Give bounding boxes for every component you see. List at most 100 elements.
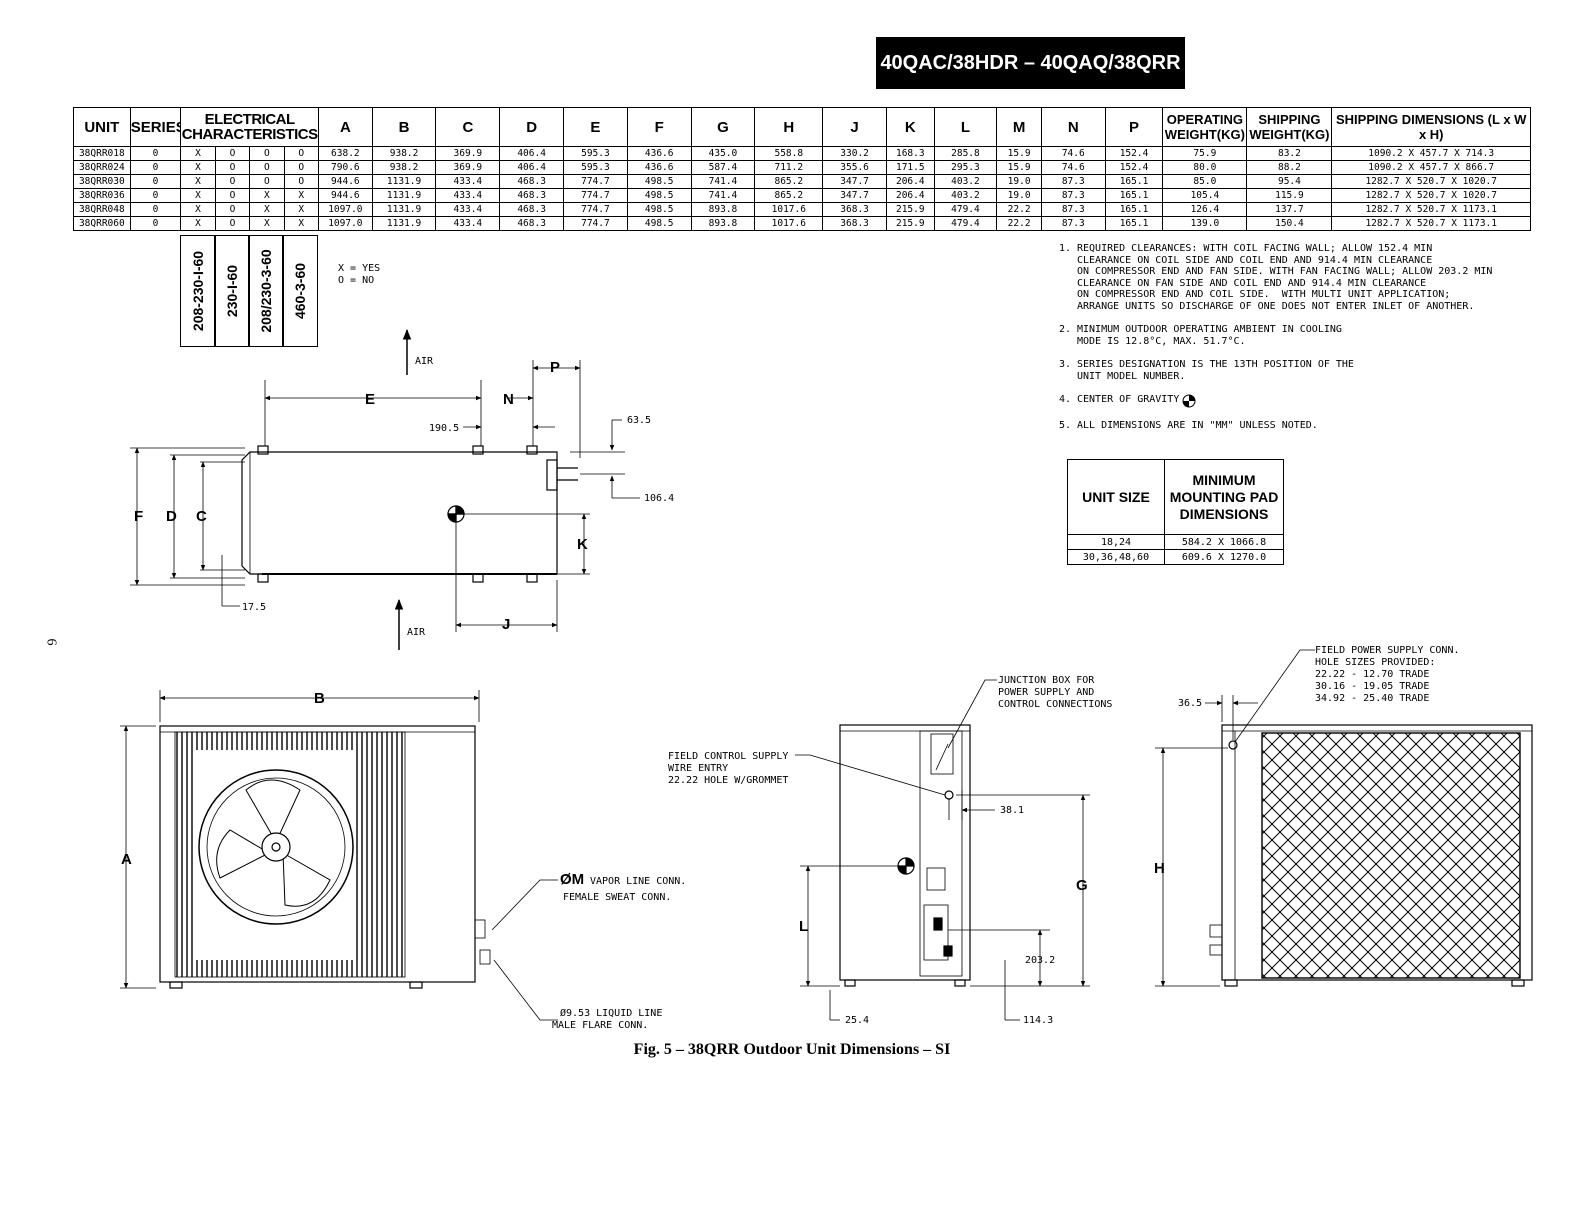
field-control-text-2: WIRE ENTRY bbox=[668, 763, 728, 774]
table-header-cell: C bbox=[435, 107, 501, 147]
electrical-label-cell: 208-230-I-60 bbox=[180, 235, 216, 347]
table-header-cell: M bbox=[996, 107, 1042, 147]
field-control-text-1: FIELD CONTROL SUPPLY bbox=[668, 751, 788, 762]
note-item: 1. REQUIRED CLEARANCES: WITH COIL FACING … bbox=[1059, 243, 1492, 312]
note-text: REQUIRED CLEARANCES: WITH COIL FACING WA… bbox=[1077, 243, 1493, 312]
dim-value-114-3: 114.3 bbox=[1023, 1015, 1053, 1026]
dim-value-190-5: 190.5 bbox=[429, 423, 459, 434]
dim-value-203-2: 203.2 bbox=[1025, 955, 1055, 966]
field-power-text-4: 30.16 - 19.05 TRADE bbox=[1315, 681, 1429, 692]
table-cell: X bbox=[180, 216, 216, 231]
table-header-cell: F bbox=[626, 107, 692, 147]
table-cell: 1017.6 bbox=[754, 216, 824, 231]
figure-caption: Fig. 5 – 38QRR Outdoor Unit Dimensions –… bbox=[633, 1041, 951, 1058]
note-item: 5. ALL DIMENSIONS ARE IN "MM" UNLESS NOTE… bbox=[1059, 420, 1492, 432]
table-cell: 87.3 bbox=[1040, 216, 1106, 231]
dim-label-g: G bbox=[1076, 877, 1088, 894]
table-header-cell: P bbox=[1104, 107, 1164, 147]
dim-value-63-5: 63.5 bbox=[627, 415, 651, 426]
table-header-cell: L bbox=[933, 107, 998, 147]
table-cell: 865.2 bbox=[754, 188, 824, 203]
table-header-cell: G bbox=[690, 107, 756, 147]
table-cell: 0 bbox=[129, 216, 182, 231]
table-cell: 38QRR060 bbox=[73, 216, 131, 231]
notes-list: 1. REQUIRED CLEARANCES: WITH COIL FACING … bbox=[1059, 243, 1492, 444]
field-power-text-2: HOLE SIZES PROVIDED: bbox=[1315, 657, 1435, 668]
pad-header-unit-size: UNIT SIZE bbox=[1067, 459, 1165, 535]
legend: X = YES O = NO bbox=[338, 263, 380, 287]
dim-label-e: E bbox=[365, 391, 375, 408]
field-power-text-5: 34.92 - 25.40 TRADE bbox=[1315, 693, 1429, 704]
vapor-line-text-2: FEMALE SWEAT CONN. bbox=[563, 892, 671, 903]
dim-label-l: L bbox=[799, 918, 808, 935]
front-view-labels: B A ØM VAPOR LINE CONN. FEMALE SWEAT CON… bbox=[121, 690, 686, 1031]
junction-box-text-1: JUNCTION BOX FOR bbox=[998, 675, 1095, 686]
coil-view-labels: FIELD POWER SUPPLY CONN. HOLE SIZES PROV… bbox=[1154, 645, 1460, 877]
note-number: 5. bbox=[1059, 420, 1072, 431]
legend-no: O = NO bbox=[338, 275, 375, 286]
electrical-label-cell: 230-I-60 bbox=[214, 235, 250, 347]
table-header-cell: J bbox=[822, 107, 887, 147]
note-item: 2.MINIMUM OUTDOOR OPERATING AMBIENT IN C… bbox=[1059, 324, 1492, 347]
table-cell: 433.4 bbox=[435, 216, 501, 231]
page-header-title: 40QAC/38HDR – 40QAQ/38QRR bbox=[876, 37, 1185, 89]
note-text: CENTER OF GRAVITY bbox=[1077, 394, 1180, 405]
note-number: 1. bbox=[1059, 243, 1072, 254]
vapor-line-text-1: VAPOR LINE CONN. bbox=[590, 876, 686, 887]
center-of-gravity-icon bbox=[1182, 394, 1196, 408]
dim-label-h: H bbox=[1154, 860, 1165, 877]
electrical-label-cell: 460-3-60 bbox=[282, 235, 318, 347]
electrical-label-cell: 208/230-3-60 bbox=[248, 235, 284, 347]
table-cell: 368.3 bbox=[822, 216, 887, 231]
side-view-labels: JUNCTION BOX FOR POWER SUPPLY AND CONTRO… bbox=[668, 675, 1112, 1026]
air-label-bottom: AIR bbox=[407, 627, 426, 638]
table-cell: 150.4 bbox=[1246, 216, 1333, 231]
liquid-line-text-1: Ø9.53 LIQUID LINE bbox=[560, 1007, 662, 1019]
note-number: 3. bbox=[1059, 359, 1072, 370]
field-control-text-3: 22.22 HOLE W/GROMMET bbox=[668, 775, 788, 786]
dim-label-k: K bbox=[577, 536, 588, 553]
table-header-cell: A bbox=[318, 107, 373, 147]
legend-yes: X = YES bbox=[338, 263, 381, 274]
table-header-cell: E bbox=[563, 107, 628, 147]
dim-label-n: N bbox=[503, 391, 514, 408]
dim-value-36-5: 36.5 bbox=[1178, 698, 1202, 709]
dim-label-c: C bbox=[196, 508, 207, 525]
pad-table-cell: 609.6 X 1270.0 bbox=[1164, 549, 1284, 565]
dim-value-106-4: 106.4 bbox=[644, 493, 674, 504]
table-header-cell: B bbox=[371, 107, 437, 147]
dim-label-b: B bbox=[314, 690, 325, 707]
dim-value-38-1: 38.1 bbox=[1000, 805, 1024, 816]
junction-box-text-3: CONTROL CONNECTIONS bbox=[998, 699, 1112, 710]
side-view bbox=[795, 679, 1090, 1021]
table-cell: 1131.9 bbox=[371, 216, 437, 231]
junction-box-text-2: POWER SUPPLY AND bbox=[998, 687, 1094, 698]
dim-label-f: F bbox=[134, 508, 143, 525]
pad-table-cell: 30,36,48,60 bbox=[1067, 549, 1165, 565]
top-view-labels: E N P F D C K J 190.5 63.5 106.4 17.5 AI… bbox=[134, 356, 674, 638]
note-item: 4.CENTER OF GRAVITY bbox=[1059, 394, 1492, 408]
mounting-pad-table: UNIT SIZE MINIMUM MOUNTING PAD DIMENSION… bbox=[1067, 459, 1284, 565]
air-label-top: AIR bbox=[415, 356, 434, 367]
table-cell: 1282.7 X 520.7 X 1173.1 bbox=[1331, 216, 1531, 231]
top-view bbox=[130, 328, 640, 650]
table-header-cell: SHIPPING WEIGHT(KG) bbox=[1246, 107, 1333, 147]
dim-label-a: A bbox=[121, 851, 132, 868]
table-cell: 215.9 bbox=[885, 216, 935, 231]
note-text: ALL DIMENSIONS ARE IN "MM" UNLESS NOTED. bbox=[1077, 420, 1318, 431]
note-item: 3.SERIES DESIGNATION IS THE 13TH POSITIO… bbox=[1059, 359, 1492, 382]
table-cell: X bbox=[283, 216, 320, 231]
note-number: 2. bbox=[1059, 324, 1072, 335]
field-power-text-3: 22.22 - 12.70 TRADE bbox=[1315, 669, 1429, 680]
